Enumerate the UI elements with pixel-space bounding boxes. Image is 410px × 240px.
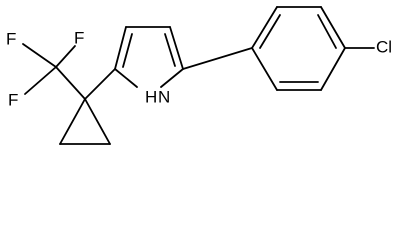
bond-cyclopropyl-to-cf3-carbon xyxy=(55,66,86,100)
bond-cf3-to-f-left xyxy=(22,43,57,68)
phenyl-bond-6 xyxy=(251,47,278,91)
cyclopropyl-bond-right xyxy=(84,98,111,145)
cyclopropyl-bond-left xyxy=(59,98,86,145)
bond-lines xyxy=(22,6,375,145)
phenyl-double-bond-1-inner xyxy=(259,14,281,49)
pyrrole-bond-c1-c2 xyxy=(114,26,127,70)
bond-pyrrole-to-phenyl xyxy=(182,47,253,70)
atom-labels: Cl H N F F F xyxy=(6,28,392,109)
bond-cf3-to-f-top xyxy=(55,45,76,68)
fluorine-bottom-label: F xyxy=(8,90,18,109)
pyrrole-bond-c4-n xyxy=(160,68,184,88)
phenyl-double-bond-3-inner xyxy=(317,14,337,49)
chlorine-label: Cl xyxy=(376,37,392,56)
nitrogen-label: N xyxy=(158,87,170,106)
phenyl-bond-1 xyxy=(251,6,278,49)
bond-pyrrole-to-cyclopropyl xyxy=(84,68,116,100)
nitrogen-h-label: H xyxy=(145,87,157,106)
pyrrole-bond-c3-c4 xyxy=(169,26,184,70)
pyrrole-double-bond-c1-c2-inner xyxy=(122,33,133,68)
pyrrole-bond-n-c1 xyxy=(114,68,138,88)
fluorine-left-label: F xyxy=(6,29,16,48)
fluorine-top-label: F xyxy=(74,28,84,47)
phenyl-bond-3 xyxy=(320,6,346,49)
pyrrole-double-bond-c3-c4-inner xyxy=(164,33,176,67)
phenyl-bond-4 xyxy=(320,47,346,91)
bond-cf3-to-f-bottom xyxy=(24,66,57,95)
chemical-structure-diagram: Cl H N F F F xyxy=(6,6,392,145)
